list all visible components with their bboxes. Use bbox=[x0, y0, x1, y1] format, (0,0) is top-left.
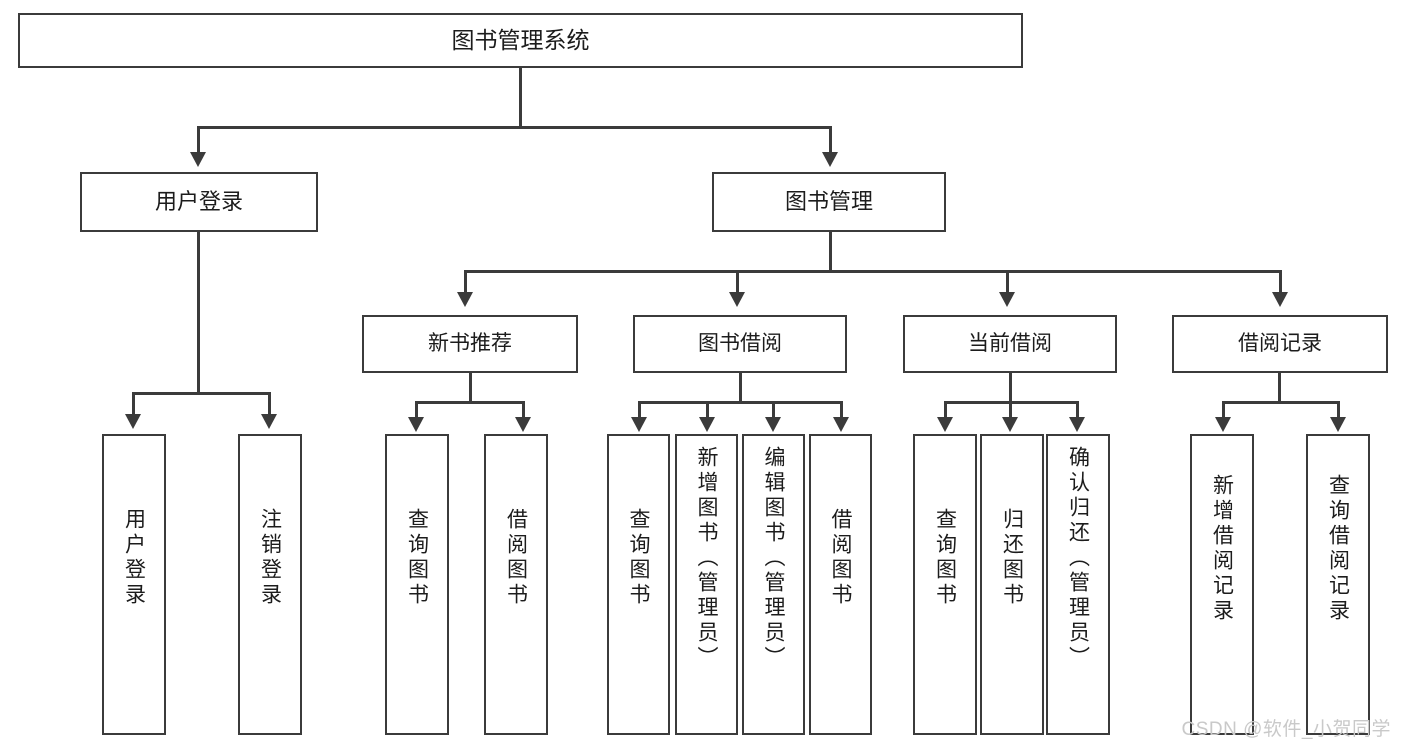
leaf-book-borrow-borrow-books[interactable]: 借阅图书 bbox=[809, 434, 872, 735]
connector-current-borrow-trunk bbox=[1009, 373, 1012, 403]
leaf-user-login-logout[interactable]: 注销登录 bbox=[238, 434, 302, 735]
connector-new-book-to-leaf-2 bbox=[522, 401, 525, 419]
connector-user-login-to-leaf-1 bbox=[132, 392, 135, 416]
connector-user-login-bus bbox=[132, 392, 270, 395]
leaf-new-book-query-books[interactable]: 查询图书 bbox=[385, 434, 449, 735]
leaf-label: 查询图书 bbox=[933, 508, 957, 608]
arrowhead-current-borrow-to-leaf-2 bbox=[1002, 417, 1018, 432]
node-label: 用户登录 bbox=[154, 189, 243, 215]
connector-book-borrow-to-leaf-3 bbox=[772, 401, 775, 419]
connector-new-book-to-leaf-1 bbox=[415, 401, 418, 419]
leaf-new-book-borrow-books[interactable]: 借阅图书 bbox=[484, 434, 548, 735]
leaf-label: 借阅图书 bbox=[504, 508, 528, 608]
leaf-current-borrow-confirm-return-admin[interactable]: 确认归还（管理员） bbox=[1046, 434, 1110, 735]
node-borrow-records[interactable]: 借阅记录 bbox=[1172, 315, 1388, 373]
node-label: 图书管理系统 bbox=[451, 27, 590, 54]
leaf-label: 查询图书 bbox=[405, 508, 429, 608]
arrowhead-borrow-records-to-leaf-2 bbox=[1330, 417, 1346, 432]
node-label: 当前借阅 bbox=[968, 331, 1052, 355]
arrowhead-new-book-to-leaf-1 bbox=[408, 417, 424, 432]
connector-new-book-trunk bbox=[469, 373, 472, 403]
arrowhead-bm-to-current-borrow bbox=[999, 292, 1015, 307]
node-label: 图书借阅 bbox=[698, 331, 782, 355]
node-label: 新书推荐 bbox=[428, 331, 512, 355]
connector-new-book-bus bbox=[415, 401, 525, 404]
leaf-book-borrow-add-book-admin[interactable]: 新增图书（管理员） bbox=[675, 434, 738, 735]
leaf-label: 新增借阅记录 bbox=[1210, 474, 1234, 624]
leaf-book-borrow-edit-book-admin[interactable]: 编辑图书（管理员） bbox=[742, 434, 805, 735]
arrowhead-user-login-to-leaf-1 bbox=[125, 414, 141, 429]
connector-user-login-to-leaf-2 bbox=[268, 392, 271, 416]
leaf-label: 编辑图书（管理员） bbox=[762, 446, 785, 671]
arrowhead-new-book-to-leaf-2 bbox=[515, 417, 531, 432]
connector-root-to-user-login bbox=[197, 126, 200, 154]
connector-book-management-trunk bbox=[829, 232, 832, 272]
arrowhead-current-borrow-to-leaf-3 bbox=[1069, 417, 1085, 432]
leaf-label: 查询图书 bbox=[627, 508, 650, 608]
connector-root-trunk bbox=[519, 68, 522, 128]
node-root-book-management-system[interactable]: 图书管理系统 bbox=[18, 13, 1023, 68]
connector-book-management-bus bbox=[464, 270, 1282, 273]
connector-bm-to-new-book bbox=[464, 270, 467, 294]
arrowhead-book-borrow-to-leaf-1 bbox=[631, 417, 647, 432]
leaf-label: 查询借阅记录 bbox=[1326, 474, 1350, 624]
connector-root-to-book-management bbox=[829, 126, 832, 154]
arrowhead-root-to-user-login bbox=[190, 152, 206, 167]
leaf-label: 注销登录 bbox=[258, 508, 282, 608]
node-book-management[interactable]: 图书管理 bbox=[712, 172, 946, 232]
connector-current-borrow-to-leaf-1 bbox=[944, 401, 947, 419]
arrowhead-book-borrow-to-leaf-3 bbox=[765, 417, 781, 432]
node-new-book-recommend[interactable]: 新书推荐 bbox=[362, 315, 578, 373]
watermark-text: CSDN @软件_小贺同学 bbox=[1181, 719, 1391, 740]
connector-borrow-records-bus bbox=[1222, 401, 1340, 404]
node-user-login[interactable]: 用户登录 bbox=[80, 172, 318, 232]
connector-book-borrow-to-leaf-1 bbox=[638, 401, 641, 419]
connector-book-borrow-to-leaf-2 bbox=[706, 401, 709, 419]
arrowhead-bm-to-new-book bbox=[457, 292, 473, 307]
leaf-label: 借阅图书 bbox=[829, 508, 852, 608]
connector-borrow-records-trunk bbox=[1278, 373, 1281, 403]
leaf-book-borrow-query-books[interactable]: 查询图书 bbox=[607, 434, 670, 735]
node-current-borrow[interactable]: 当前借阅 bbox=[903, 315, 1117, 373]
connector-book-borrow-bus bbox=[638, 401, 842, 404]
leaf-user-login-login[interactable]: 用户登录 bbox=[102, 434, 166, 735]
connector-user-login-trunk bbox=[197, 232, 200, 394]
connector-borrow-records-to-leaf-1 bbox=[1222, 401, 1225, 419]
connector-bm-to-current-borrow bbox=[1006, 270, 1009, 294]
arrowhead-book-borrow-to-leaf-2 bbox=[699, 417, 715, 432]
connector-book-borrow-to-leaf-4 bbox=[840, 401, 843, 419]
node-label: 图书管理 bbox=[784, 189, 873, 215]
connector-borrow-records-to-leaf-2 bbox=[1337, 401, 1340, 419]
arrowhead-book-borrow-to-leaf-4 bbox=[833, 417, 849, 432]
leaf-label: 确认归还（管理员） bbox=[1066, 446, 1090, 671]
arrowhead-root-to-book-management bbox=[822, 152, 838, 167]
node-book-borrow[interactable]: 图书借阅 bbox=[633, 315, 847, 373]
arrowhead-bm-to-book-borrow bbox=[729, 292, 745, 307]
leaf-borrow-records-add-record[interactable]: 新增借阅记录 bbox=[1190, 434, 1254, 735]
leaf-label: 新增图书（管理员） bbox=[695, 446, 718, 671]
leaf-borrow-records-query-record[interactable]: 查询借阅记录 bbox=[1306, 434, 1370, 735]
arrowhead-bm-to-borrow-records bbox=[1272, 292, 1288, 307]
connector-bm-to-book-borrow bbox=[736, 270, 739, 294]
connector-book-borrow-trunk bbox=[739, 373, 742, 403]
arrowhead-user-login-to-leaf-2 bbox=[261, 414, 277, 429]
connector-root-bus bbox=[197, 126, 831, 129]
leaf-current-borrow-query-books[interactable]: 查询图书 bbox=[913, 434, 977, 735]
connector-current-borrow-to-leaf-2 bbox=[1009, 401, 1012, 419]
connector-bm-to-borrow-records bbox=[1279, 270, 1282, 294]
connector-current-borrow-to-leaf-3 bbox=[1076, 401, 1079, 419]
arrowhead-borrow-records-to-leaf-1 bbox=[1215, 417, 1231, 432]
arrowhead-current-borrow-to-leaf-1 bbox=[937, 417, 953, 432]
node-label: 借阅记录 bbox=[1238, 331, 1322, 355]
leaf-label: 归还图书 bbox=[1000, 508, 1024, 608]
leaf-label: 用户登录 bbox=[122, 508, 146, 608]
leaf-current-borrow-return-books[interactable]: 归还图书 bbox=[980, 434, 1044, 735]
